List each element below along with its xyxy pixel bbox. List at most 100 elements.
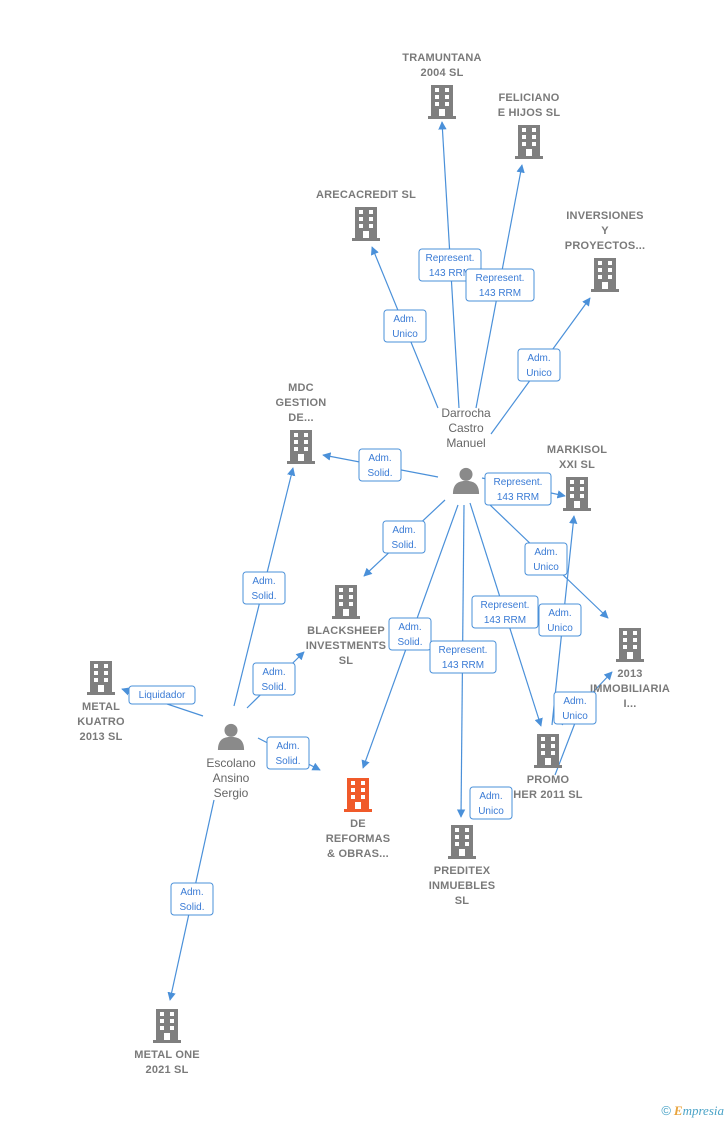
edge-label-darrocha-inversiones[interactable]: Adm. Unico — [517, 348, 561, 382]
edge-label-text: Represent. — [439, 645, 488, 656]
edge-label-text: Solid. — [275, 756, 300, 767]
node-label-line: HER 2011 SL — [513, 789, 583, 801]
edge-label-escolano-mdc[interactable]: Adm. Solid. — [242, 571, 286, 605]
edge-label-darrocha-reformas[interactable]: Adm. Solid. — [388, 617, 432, 651]
edge-label-promo-inmobiliaria2013[interactable]: Adm.Unico — [469, 786, 513, 820]
company-node-tramuntana[interactable]: TRAMUNTANA 2004 SL — [402, 52, 482, 119]
edge-label-text: 143 RRM — [497, 492, 539, 503]
edge-label-darrocha-mdc[interactable]: Adm. Solid. — [358, 448, 402, 482]
edge-label-box — [266, 736, 310, 770]
node-label-line: BLACKSHEEP — [307, 625, 385, 637]
edge-label-darrocha-arecacredit[interactable]: Adm.Unico — [383, 309, 427, 343]
edge-label-box — [382, 520, 426, 554]
edge-label-text: 143 RRM — [484, 615, 526, 626]
building-icon — [344, 778, 372, 812]
footer-brand: ©Empresia — [661, 1103, 724, 1119]
node-label-line: INVERSIONES — [566, 210, 643, 222]
brand-initial: E — [673, 1103, 683, 1118]
company-node-arecacredit[interactable]: ARECACREDIT SL — [316, 189, 416, 241]
edge-label-escolano-metalone[interactable]: Adm. Solid. — [170, 882, 214, 916]
edge-label-darrocha-markisol[interactable]: Represent. 143 RRM — [484, 472, 552, 506]
edge-label-box — [128, 685, 196, 705]
edge-label-darrocha-inmobiliaria2013[interactable]: Adm.Unico — [524, 542, 568, 576]
edge-label-preditex-promo[interactable]: Adm. Unico — [553, 691, 597, 725]
edge-label-darrocha-promo[interactable]: Represent. 143 RRM — [471, 595, 539, 629]
edge-label-promo-markisol[interactable]: Adm.Unico — [538, 603, 582, 637]
edge-label-escolano-blacksheep[interactable]: Adm. Solid. — [252, 662, 296, 696]
edge-label-text: 143 RRM — [429, 268, 471, 279]
edge-label-box — [524, 542, 568, 576]
edge-label-text: Adm. — [180, 887, 203, 898]
edge-label-text: Adm. — [368, 453, 391, 464]
edge-label-text: Adm. — [252, 576, 275, 587]
node-label-line: DE... — [288, 412, 313, 424]
node-label-line: INMUEBLES — [429, 880, 496, 892]
node-label-line: TRAMUNTANA — [402, 52, 481, 64]
edge-label-darrocha-blacksheep[interactable]: Adm.Solid. — [382, 520, 426, 554]
edge-label-text: Solid. — [367, 468, 392, 479]
node-label-line: Manuel — [446, 436, 485, 450]
node-label-line: INVESTMENTS — [306, 640, 386, 652]
node-label-line: KUATRO — [77, 716, 125, 728]
node-label-line: E HIJOS SL — [498, 107, 561, 119]
node-label-line: Y — [601, 225, 609, 237]
building-icon — [563, 477, 591, 511]
edge-label-text: Adm. — [534, 547, 557, 558]
edge-label-text: Adm. — [276, 741, 299, 752]
node-label-line: METAL ONE — [134, 1049, 200, 1061]
edge-label-box — [465, 268, 535, 302]
edge-label-escolano-reformas[interactable]: Adm. Solid. — [266, 736, 310, 770]
building-icon — [616, 628, 644, 662]
company-node-mdc[interactable]: MDCGESTIONDE... — [276, 382, 327, 464]
edge-label-text: Represent. — [494, 477, 543, 488]
company-node-inversiones[interactable]: INVERSIONESYPROYECTOS... — [565, 210, 645, 292]
edge-label-darrocha-feliciano[interactable]: Represent.143 RRM — [465, 268, 535, 302]
edge-label-text: Unico — [562, 711, 588, 722]
edge-label-text: Solid. — [179, 902, 204, 913]
edge-label-box — [471, 595, 539, 629]
edge-label-text: Adm. — [398, 622, 421, 633]
node-label-line: Escolano — [206, 756, 256, 770]
edge-label-text: Adm. — [262, 667, 285, 678]
company-node-inmobiliaria2013[interactable]: 2013IMMOBILIARIAI... — [590, 628, 670, 710]
edge-label-escolano-metalkuatro[interactable]: Liquidador — [128, 685, 196, 705]
node-label-line: MARKISOL — [547, 444, 607, 456]
building-icon — [591, 258, 619, 292]
node-label-line: ARECACREDIT SL — [316, 189, 416, 201]
node-label-line: REFORMAS — [326, 833, 391, 845]
building-icon — [352, 207, 380, 241]
node-label-line: 2013 — [617, 668, 642, 680]
edge-label-text: Represent. — [481, 600, 530, 611]
edge-label-text: Solid. — [261, 682, 286, 693]
node-label-line: MDC — [288, 382, 314, 394]
building-icon — [515, 125, 543, 159]
node-label-line: 2004 SL — [421, 67, 464, 79]
node-label-line: 2013 SL — [80, 731, 123, 743]
edge-label-text: Adm. — [527, 353, 550, 364]
edge-label-text: 143 RRM — [479, 288, 521, 299]
edge-label-box — [388, 617, 432, 651]
edge-label-text: Solid. — [251, 591, 276, 602]
edge-label-text: Solid. — [397, 637, 422, 648]
edge-label-text: Represent. — [426, 253, 475, 264]
copyright-symbol: © — [661, 1103, 671, 1118]
person-icon — [452, 467, 480, 494]
edge-label-darrocha-preditex[interactable]: Represent.143 RRM — [429, 640, 497, 674]
person-icon — [217, 723, 245, 750]
edge-label-text: Adm. — [563, 696, 586, 707]
node-label-line: PREDITEX — [434, 865, 491, 877]
edge-label-text: Unico — [526, 368, 552, 379]
edge-label-box — [252, 662, 296, 696]
